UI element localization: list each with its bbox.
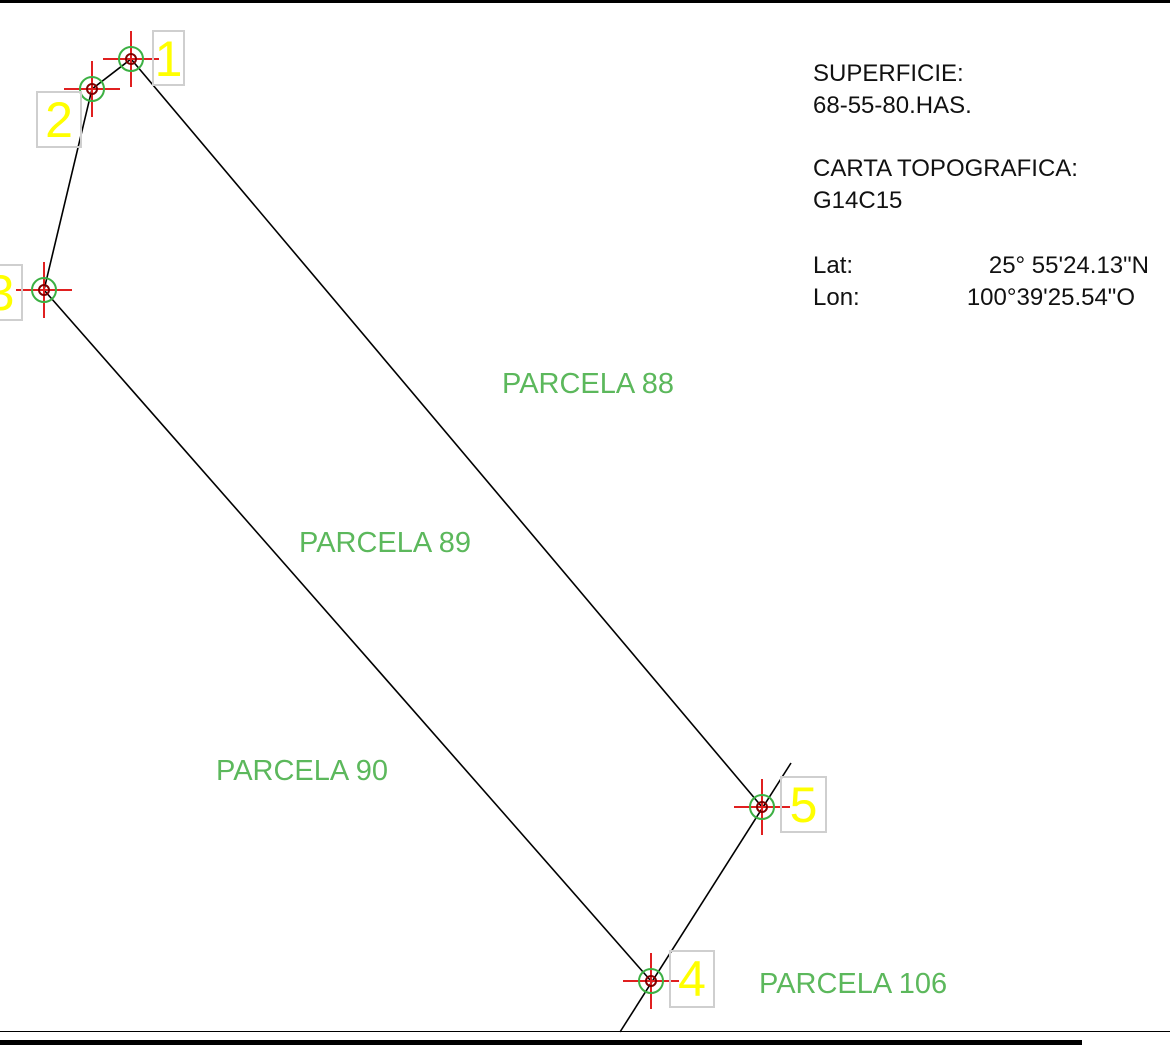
carta-value: G14C15 (813, 187, 903, 214)
parcel-label-89: PARCELA 89 (299, 527, 471, 559)
vertex-label-4: 4 (669, 950, 715, 1008)
parcel-label-88: PARCELA 88 (502, 368, 674, 400)
top-frame-border (0, 0, 1170, 3)
vertex-marker-3 (16, 262, 72, 318)
bottom-frame-line (0, 1031, 1170, 1032)
superficie-label: SUPERFICIE: (813, 60, 964, 87)
vertex-label-1: 1 (152, 30, 185, 86)
boundary-2-3 (43, 88, 93, 291)
vertex-label-2: 2 (36, 91, 82, 148)
vertex-label-5: 5 (780, 776, 827, 833)
vertex-marker-2 (64, 61, 120, 117)
vertex-marker-1 (103, 31, 159, 87)
bottom-frame-border (0, 1040, 1082, 1045)
boundary-1-2 (91, 58, 132, 90)
carta-label: CARTA TOPOGRAFICA: (813, 155, 1078, 182)
boundary-1-5 (130, 58, 763, 808)
longitude-value: 100°39'25.54"O (966, 284, 1135, 311)
parcel-label-106: PARCELA 106 (759, 968, 948, 1000)
boundary-3-4 (43, 289, 652, 982)
parcel-label-90: PARCELA 90 (216, 755, 388, 787)
latitude-label: Lat: (813, 252, 854, 279)
superficie-value: 68-55-80.HAS. (813, 92, 972, 119)
latitude-value: 25° 55'24.13"N (988, 252, 1149, 279)
vertex-label-3: 3 (0, 264, 23, 321)
longitude-label: Lon: (813, 284, 860, 311)
